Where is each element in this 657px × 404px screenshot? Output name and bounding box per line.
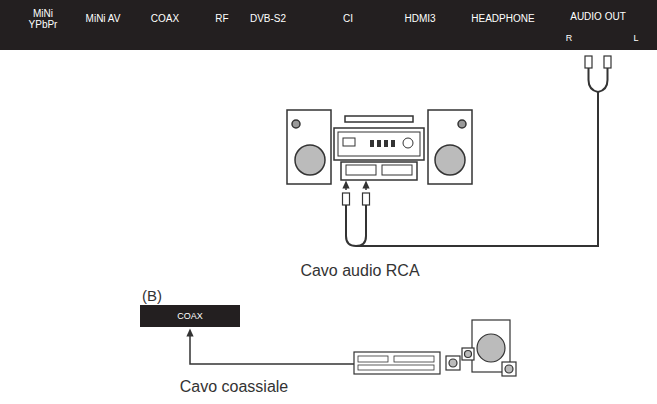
- port-label: COAX: [177, 311, 203, 321]
- coax-port-box: COAX: [140, 305, 240, 327]
- rca-cable: [343, 56, 612, 246]
- port-label: RF: [215, 13, 228, 25]
- port-label: AUDIO OUT: [570, 11, 626, 23]
- connector-panel: MiNi YPbPr MiNi AV COAX RF DVB-S2 CI HDMI3 HEAD…: [0, 0, 657, 50]
- cable-label: Cavo coassiale: [180, 378, 289, 396]
- port-label: R: [566, 33, 573, 43]
- port-label: CI: [343, 13, 353, 25]
- port-label: MiNi YPbPr: [21, 8, 65, 31]
- coaxial-system: [190, 320, 516, 376]
- port-label: DVB-S2: [250, 13, 286, 25]
- cable-label: Cavo audio RCA: [300, 262, 419, 280]
- port-label: MiNi AV: [83, 13, 123, 25]
- port-label: L: [633, 33, 638, 43]
- section-letter: (B): [142, 287, 162, 304]
- stereo-system: [287, 110, 472, 184]
- port-label: HEADPHONE: [471, 13, 534, 25]
- port-label: COAX: [151, 13, 179, 25]
- port-label: HDMI3: [404, 13, 435, 25]
